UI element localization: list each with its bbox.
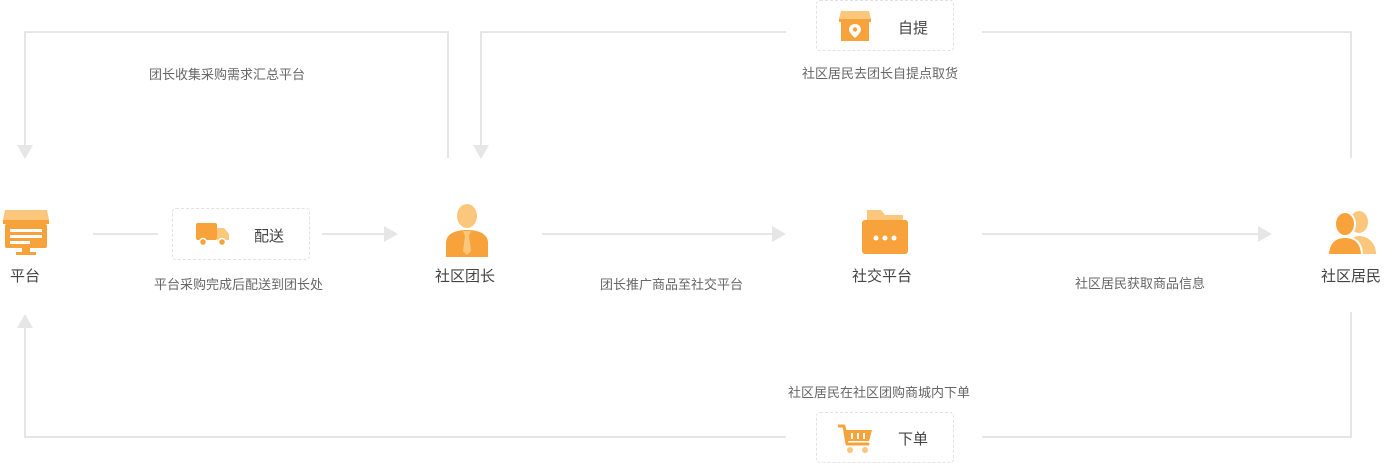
leader-to-platform-caption: 团长收集采购需求汇总平台 — [149, 68, 306, 83]
leader-to-social-caption: 团长推广商品至社交平台 — [600, 278, 744, 293]
residents-pickup-caption: 社区居民去团长自提点取货 — [802, 67, 959, 82]
cart-icon — [838, 424, 872, 453]
order-label: 下单 — [898, 430, 929, 448]
platform-delivery-caption: 平台采购完成后配送到团长处 — [154, 278, 324, 293]
delivery-box — [172, 208, 310, 260]
residents-pickup-line-left — [480, 31, 786, 148]
person-tie-icon — [446, 204, 488, 257]
leader-node-label: 社区团长 — [435, 267, 496, 285]
storefront-monitor-icon — [3, 210, 49, 255]
social-to-residents-caption: 社区居民获取商品信息 — [1075, 277, 1206, 292]
arrow-to-platform-bottom — [17, 314, 33, 328]
truck-icon — [196, 223, 229, 247]
delivery-label: 配送 — [254, 227, 285, 245]
residents-node-label: 社区居民 — [1321, 267, 1382, 285]
users-icon — [1326, 211, 1376, 256]
residents-pickup-line-right — [982, 31, 1352, 158]
residents-order-line-left — [24, 325, 786, 438]
arrow-to-social — [772, 226, 786, 242]
store-location-icon — [839, 11, 871, 41]
platform-node-label: 平台 — [10, 267, 41, 285]
pickup-box — [816, 0, 954, 51]
order-box — [816, 412, 954, 463]
residents-order-line-right — [982, 312, 1352, 438]
leader-to-platform-line — [24, 31, 449, 158]
arrow-to-platform-top — [17, 145, 33, 159]
chat-folder-icon — [862, 210, 908, 254]
arrow-to-leader — [384, 226, 398, 242]
arrow-to-residents — [1258, 226, 1272, 242]
pickup-label: 自提 — [898, 19, 929, 37]
residents-order-caption: 社区居民在社区团购商城内下单 — [788, 386, 971, 401]
social-node-label: 社交平台 — [852, 267, 913, 285]
arrow-to-leader-top — [473, 145, 489, 159]
